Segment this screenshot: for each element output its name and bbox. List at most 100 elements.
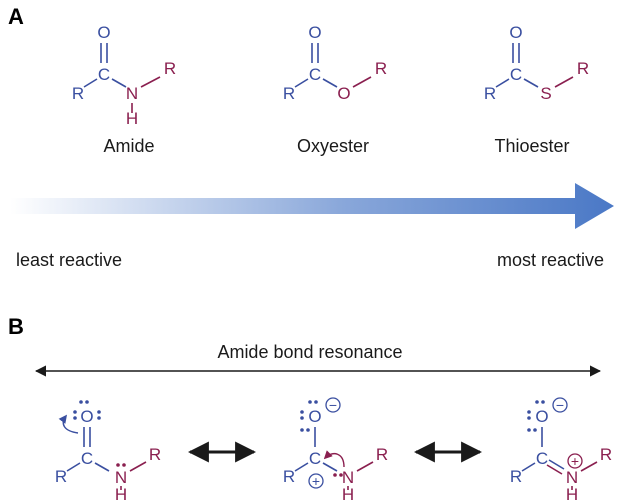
s3-bond-r-left [521, 462, 536, 472]
s1-carbon: C [81, 449, 93, 468]
amide-structure: O C R N R H [72, 23, 176, 128]
s2-c-positive-charge-circle [308, 473, 324, 489]
least-reactive-label: least reactive [16, 250, 122, 270]
s2-n-hydrogen: H [342, 485, 354, 502]
s3-nitrogen: N [566, 468, 578, 487]
amide-caption: Amide [103, 136, 154, 156]
oxyester-ester-oxygen: O [337, 84, 350, 103]
oxyester-bond-c-o [322, 78, 338, 88]
panel-a: A O C R N R H Amide O C R O [8, 4, 614, 270]
s3-o-negative-charge: − [556, 397, 564, 413]
s2-bond-n-r [356, 461, 374, 472]
s3-o-lone-pair-dot [533, 428, 537, 432]
s1-r-right: R [149, 445, 161, 464]
thioester-bond-r-left [495, 78, 510, 88]
s3-o-negative-charge-circle [552, 397, 568, 413]
resonance-structure-2: O − C + R N R H [283, 397, 388, 502]
s3-oxygen: O [535, 407, 548, 426]
thioester-bond-c-s [523, 78, 539, 88]
s2-n-lone-pair-dot [339, 473, 343, 477]
thioester-sulfur: S [540, 84, 551, 103]
amide-bond-c-n [111, 78, 127, 88]
thioester-bond-s-r [554, 76, 574, 88]
s3-o-lone-pair-dot [527, 410, 531, 414]
s1-o-lone-pair-dot [73, 410, 77, 414]
oxyester-carbonyl-oxygen: O [308, 23, 321, 42]
resonance-structure-3: O − C R N + R H [510, 397, 612, 502]
thioester-r-right: R [577, 59, 589, 78]
s2-o-lone-pair-dot [300, 410, 304, 414]
s1-n-lone-pair-dot [116, 463, 120, 467]
amide-bond-r-left [83, 78, 98, 88]
s1-bond-n-r [129, 461, 147, 472]
panel-b: B Amide bond resonance O C R N R H [8, 314, 612, 502]
s1-nitrogen: N [115, 468, 127, 487]
s3-o-lone-pair-dot [527, 416, 531, 420]
s3-n-positive-charge: + [571, 453, 579, 469]
s1-r-left: R [55, 467, 67, 486]
amide-carbonyl-carbon: C [98, 65, 110, 84]
panel-a-label: A [8, 4, 24, 29]
amide-r-left: R [72, 84, 84, 103]
s2-o-lone-pair-dot [300, 416, 304, 420]
s2-o-lone-pair-dot [314, 400, 318, 404]
s2-bond-c-n [322, 462, 338, 472]
s1-o-lone-pair-dot [85, 400, 89, 404]
s1-o-lone-pair-dot [73, 416, 77, 420]
oxyester-bond-o-r [352, 76, 372, 88]
s3-n-hydrogen: H [566, 485, 578, 502]
s2-r-left: R [283, 467, 295, 486]
thioester-caption: Thioester [494, 136, 569, 156]
s1-bond-c-n [94, 462, 110, 472]
s1-oxygen: O [80, 407, 93, 426]
s1-curved-electron-arrow [58, 414, 79, 434]
s2-c-positive-charge: + [312, 473, 320, 489]
s3-carbon: C [536, 449, 548, 468]
s2-nitrogen: N [342, 468, 354, 487]
oxyester-caption: Oxyester [297, 136, 369, 156]
thioester-structure: O C R S R [484, 23, 589, 103]
reactivity-gradient-arrow [10, 183, 614, 229]
thioester-carbonyl-oxygen: O [509, 23, 522, 42]
amide-bond-n-r [140, 76, 161, 88]
s2-o-lone-pair-dot [308, 400, 312, 404]
s3-r-left: R [510, 467, 522, 486]
s2-r-right: R [376, 445, 388, 464]
oxyester-r-left: R [283, 84, 295, 103]
oxyester-structure: O C R O R [283, 23, 387, 103]
s2-o-negative-charge: − [329, 397, 337, 413]
s1-o-lone-pair-dot [97, 410, 101, 414]
s3-double-bond-c-n-1 [548, 459, 565, 470]
s3-bond-n-r [580, 461, 598, 472]
s1-o-lone-pair-dot [97, 416, 101, 420]
s2-o-lone-pair-dot [300, 428, 304, 432]
oxyester-bond-r-left [294, 78, 309, 88]
oxyester-r-right: R [375, 59, 387, 78]
s3-o-lone-pair-dot [535, 400, 539, 404]
amide-r-right: R [164, 59, 176, 78]
s2-o-negative-charge-circle [325, 397, 341, 413]
s2-carbon: C [309, 449, 321, 468]
s3-o-lone-pair-dot [541, 400, 545, 404]
s3-n-positive-charge-circle [567, 453, 583, 469]
thioester-r-left: R [484, 84, 496, 103]
s3-r-right: R [600, 445, 612, 464]
s1-n-hydrogen: H [115, 485, 127, 502]
resonance-title: Amide bond resonance [217, 342, 402, 362]
panel-b-label: B [8, 314, 24, 339]
s3-double-bond-c-n-2 [546, 464, 563, 475]
amide-carbonyl-oxygen: O [97, 23, 110, 42]
s2-n-lone-pair-dot [333, 473, 337, 477]
s2-curved-electron-arrow [323, 450, 345, 468]
s1-o-lone-pair-dot [79, 400, 83, 404]
resonance-structure-1: O C R N R H [55, 400, 161, 502]
amide-nitrogen: N [126, 84, 138, 103]
s2-bond-r-left [294, 462, 309, 472]
oxyester-carbonyl-carbon: C [309, 65, 321, 84]
thioester-carbonyl-carbon: C [510, 65, 522, 84]
s1-bond-r-left [66, 462, 81, 472]
s2-o-lone-pair-dot [306, 428, 310, 432]
s2-oxygen: O [308, 407, 321, 426]
s1-n-lone-pair-dot [122, 463, 126, 467]
